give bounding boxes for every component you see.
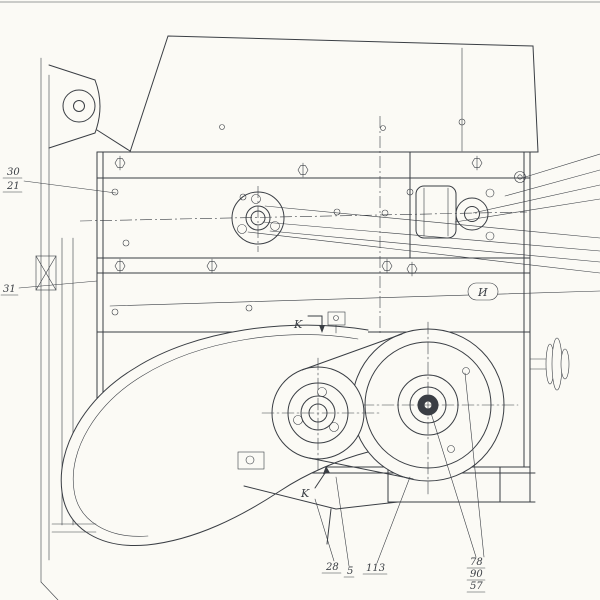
- centerlines: [79, 116, 528, 333]
- callout-78: 78: [470, 557, 483, 568]
- section-marks: K K: [293, 311, 346, 500]
- inclined-feed-plate: [129, 35, 539, 153]
- callout-30: 30: [7, 167, 20, 178]
- callout-28: 28: [325, 562, 339, 573]
- callout-31: 31: [3, 284, 16, 295]
- leader-lines: [18, 153, 600, 567]
- large-pulley: [341, 321, 519, 495]
- hinge-bracket: [48, 64, 131, 152]
- callout-labels: 30 21 31 28 5 113 78 90 57: [0, 167, 486, 593]
- lower-guard-bracket: [243, 485, 399, 545]
- handwheel: [529, 337, 570, 391]
- view-marker-label: И: [477, 286, 488, 299]
- motor-unit: [415, 185, 495, 241]
- callout-113: 113: [366, 563, 385, 574]
- section-label-top: K: [293, 318, 303, 331]
- section-label-bottom: K: [300, 487, 310, 500]
- callout-90: 90: [470, 569, 483, 580]
- view-marker-box: И: [467, 282, 499, 301]
- callout-57: 57: [470, 581, 483, 592]
- callout-21: 21: [6, 181, 20, 192]
- small-pulley: [261, 357, 381, 473]
- callout-5: 5: [347, 566, 353, 577]
- drive-belt: [301, 333, 414, 480]
- housing-bolts: [111, 155, 526, 316]
- guard-foot: [51, 523, 97, 533]
